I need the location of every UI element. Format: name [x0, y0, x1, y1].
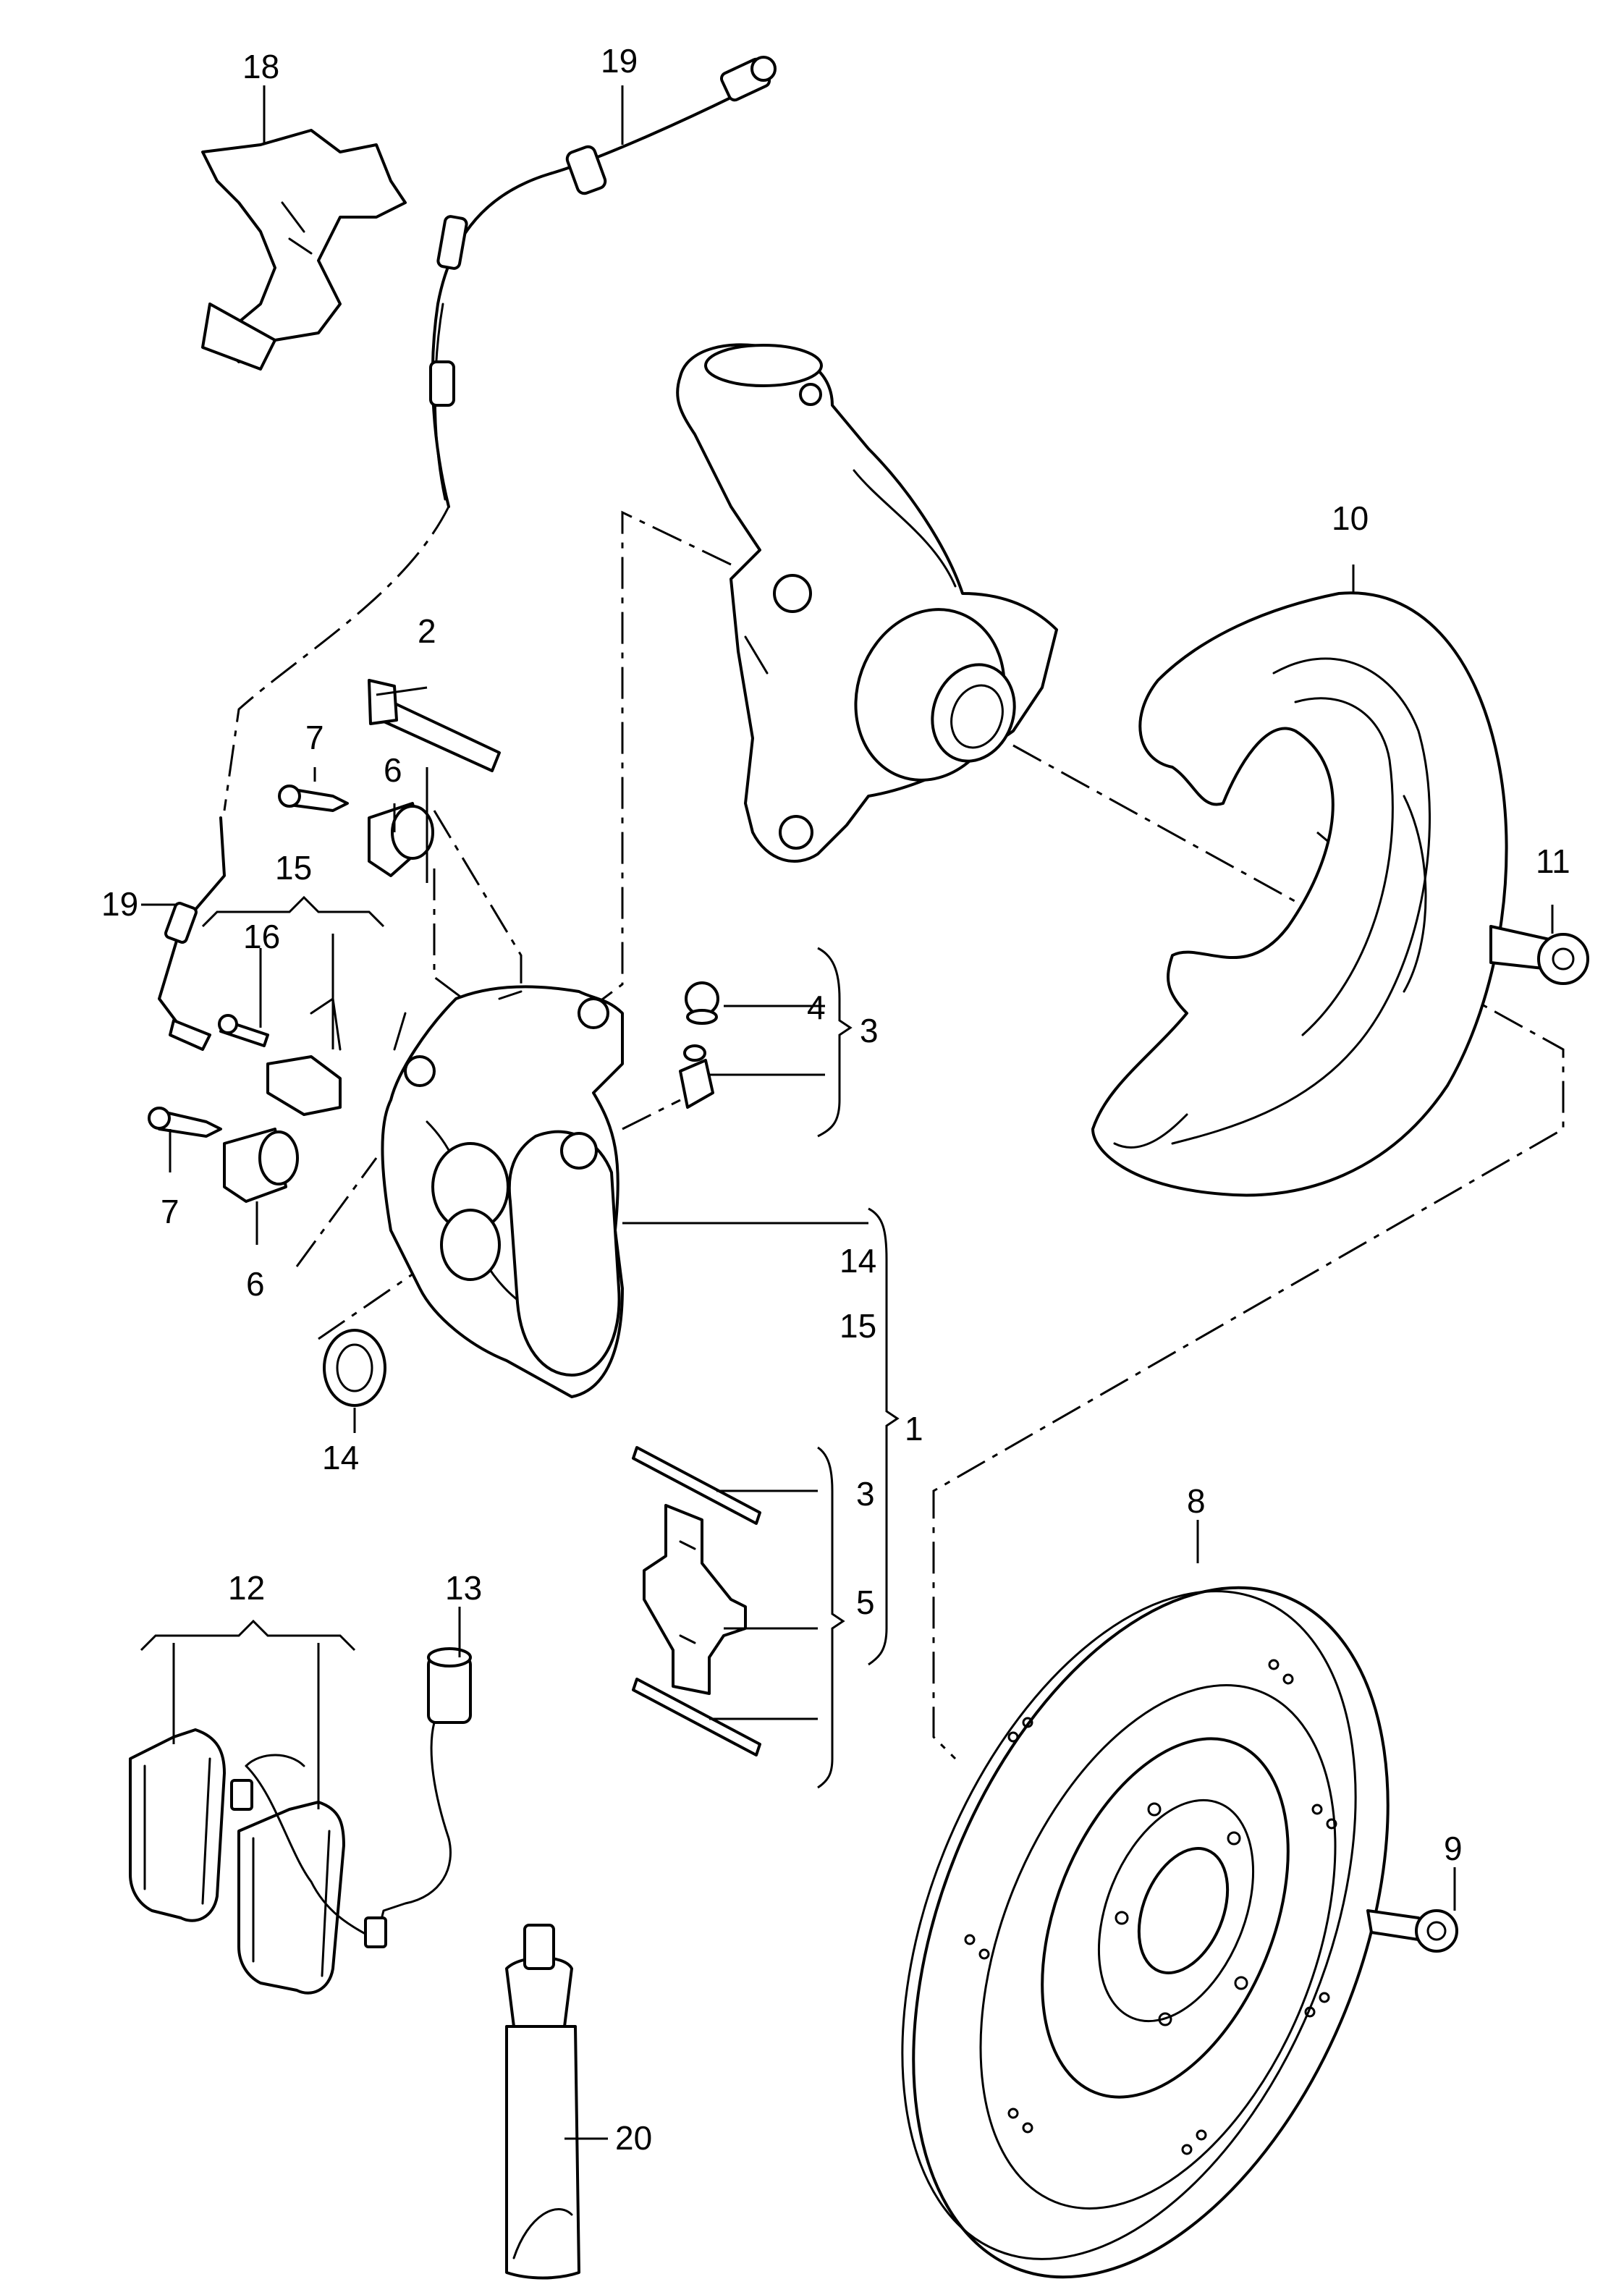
brake-hose-icon: [429, 56, 777, 508]
callout-18: 18: [242, 48, 279, 85]
brake-caliper-icon: [381, 985, 624, 1398]
callout-14-bottom: 14: [322, 1439, 359, 1476]
callout-19-top: 19: [601, 42, 638, 80]
callout-20: 20: [615, 2119, 652, 2157]
hose-bracket-icon: [201, 129, 407, 371]
callout-15-top: 15: [275, 849, 312, 887]
callout-10: 10: [1332, 499, 1369, 537]
callout-6-top: 6: [384, 751, 402, 789]
pad-retainer-kit-icon: [632, 1446, 761, 1757]
callout-6-bottom: 6: [246, 1265, 265, 1303]
callout-3-bottom: 3: [856, 1475, 875, 1513]
callout-7-bottom: 7: [161, 1193, 179, 1230]
callout-16: 16: [243, 918, 280, 955]
callout-11: 11: [1536, 842, 1570, 880]
callout-13: 13: [445, 1569, 482, 1607]
caliper-bolt-icon: [368, 679, 501, 772]
leader-lines: [141, 85, 1554, 2140]
disc-screw-icon: [1366, 1909, 1458, 1953]
callout-5: 5: [856, 1584, 875, 1621]
brake-line-icon: [158, 816, 342, 1116]
group-brackets: [140, 895, 900, 1789]
callout-8: 8: [1187, 1482, 1206, 1520]
callout-9: 9: [1444, 1830, 1463, 1867]
callout-numbers: 18 19 10 2 7 6 11 15 19 16 4 3 7 14 6 15…: [101, 42, 1570, 2157]
grease-tube-icon: [505, 1924, 580, 2280]
callout-2: 2: [418, 612, 436, 650]
callout-7-top: 7: [305, 719, 324, 756]
steering-knuckle-icon: [676, 343, 1058, 863]
callout-4: 4: [807, 989, 826, 1026]
callout-14-right: 14: [840, 1242, 876, 1280]
shield-bolt-icon: [1489, 925, 1589, 985]
bleeder-valve-icon: [679, 981, 719, 1109]
callout-1: 1: [905, 1410, 923, 1447]
caliper-seal-icon: [323, 1329, 386, 1407]
guide-bolt-icon: [148, 785, 349, 1138]
brake-pad-icon: [129, 1728, 345, 1995]
brake-disc-icon: [901, 1586, 1390, 2279]
callout-3-top: 3: [860, 1012, 879, 1049]
callout-12: 12: [228, 1569, 265, 1607]
callout-19-left: 19: [101, 885, 138, 923]
dust-shield-icon: [1091, 591, 1508, 1197]
guide-bushing-icon: [223, 802, 434, 1203]
callout-15-right: 15: [840, 1307, 876, 1345]
